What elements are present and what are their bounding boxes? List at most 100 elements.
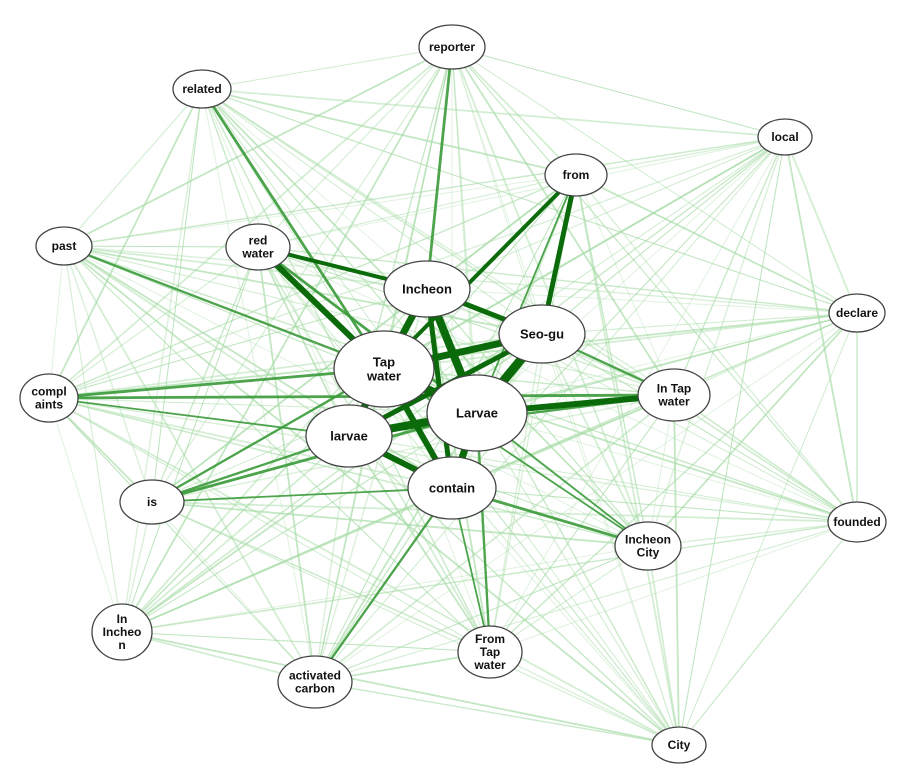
edge-activated_carbon-city [314,681,680,746]
edge-local-red_water [257,136,786,248]
edge-founded-incheon_city [647,521,858,547]
node-shape [172,69,232,109]
node-label: activated [289,669,341,683]
edge-related-past [63,88,203,247]
edge-reporter-complaints [48,46,453,399]
edge-complaints-from_tap_water [48,397,491,653]
node-related: related [172,69,232,109]
edge-complaints-activated_carbon [48,397,316,683]
node-label: larvae [330,429,368,444]
edge-reporter-declare [451,46,858,314]
node-shape [457,625,523,679]
edge-complaints-city [48,397,680,746]
edge-incheon-incheon_city [426,288,649,547]
edge-larvae_cap-from_tap_water [475,411,492,654]
edge-related-red_water [201,88,259,248]
edge-red_water-larvae [257,246,350,437]
edge-past-from_tap_water [63,245,491,653]
node-label: compl [31,385,66,399]
edge-seo_gu-founded [541,333,858,523]
edge-incheon_city-city [647,545,680,746]
edge-from-founded [575,174,858,523]
edge-larvae_cap-founded [476,412,858,523]
node-is: is [119,479,185,525]
edge-complaints-contain [48,397,453,489]
edge-is-from_tap_water [151,501,491,653]
node-label: water [473,658,506,672]
node-label: City [668,738,691,752]
edge-related-declare [201,88,858,314]
edge-reporter-red_water [257,46,453,248]
edge-declare-tap_water [383,312,858,370]
edge-tap_water-from [382,173,578,371]
edge-local-declare [784,136,858,314]
edge-founded-from_tap_water [489,521,858,653]
node-local: local [757,118,813,156]
edge-in_tap_water-founded [673,394,858,523]
edge-local-from [575,136,786,176]
node-label: reporter [429,40,475,54]
edge-from-declare [575,174,858,314]
edge-related-in_tap_water [201,88,675,396]
edge-related-is [151,88,203,503]
edge-in_tap_water-city [673,394,680,746]
edge-larvae-city [348,435,680,746]
edge-larvae_cap-in_incheon [121,412,478,633]
node-label: Incheon [625,533,671,547]
edge-is-city [151,501,680,746]
edge-larvae_cap-city [476,412,680,746]
node-seo-gu: Seo-gu [498,304,586,364]
node-label: In Tap [657,382,691,396]
edge-contain-activated_carbon [313,486,454,684]
node-label: from [563,168,590,182]
node-label: Incheo [103,625,142,639]
edge-larvae-in_incheon [121,435,350,633]
edge-in_incheon-from_tap_water [121,631,491,653]
edge-related-in_incheon [121,88,203,633]
node-shape [19,373,79,423]
edge-is-incheon_city [151,501,649,547]
node-label: water [366,369,401,384]
node-label: contain [429,481,475,496]
edge-red_water-in_tap_water [257,246,675,396]
node-shape [827,501,887,543]
edge-past-in_incheon [63,245,123,633]
edge-related-incheon [201,88,428,290]
node-label: Seo-gu [520,327,564,342]
node-larvae: larvae [305,404,393,468]
edge-from-complaints [48,174,577,399]
node-label: Tap [373,355,395,370]
node-from: from [544,153,608,197]
edge-local-incheon_city [647,136,786,547]
edge-from-past [63,174,577,247]
node-label: founded [833,515,880,529]
node-larvae-cap: Larvae [426,374,528,452]
edge-incheon_city-in_incheon [121,545,649,633]
node-label: water [657,395,690,409]
edge-past-complaints [48,245,65,399]
edge-local-seo_gu [541,136,786,335]
edge-contain-city [451,487,680,746]
edge-larvae_cap-is [150,411,479,504]
edge-incheon-complaints [48,288,428,399]
edge-past-is [63,245,153,503]
edge-local-founded [784,136,858,523]
edge-reporter-is [151,46,453,503]
node-label: water [241,247,274,261]
edge-founded-activated_carbon [314,521,858,683]
edge-red_water-declare [257,246,858,314]
edge-seo_gu-incheon_city [541,333,649,547]
edge-from-red_water [257,174,577,248]
edge-in_tap_water-is [151,394,675,503]
node-shape [91,603,153,661]
node-city: City [651,726,707,764]
edge-related-activated_carbon [201,88,316,683]
node-shape [383,260,471,318]
edge-complaints-in_incheon [48,397,123,633]
edge-contain-in_incheon [121,487,453,633]
node-shape [225,223,291,271]
